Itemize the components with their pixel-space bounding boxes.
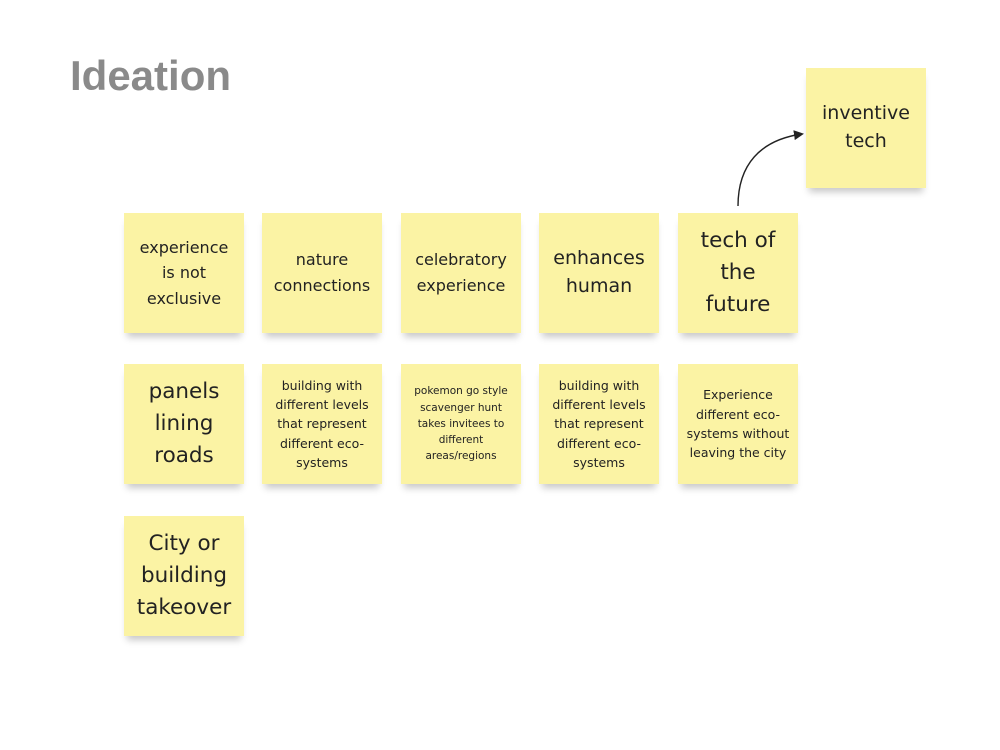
sticky-note-inventive-tech[interactable]: inventive tech — [806, 68, 926, 188]
sticky-note-experience-not-exclusive[interactable]: experience is not exclusive — [124, 213, 244, 333]
sticky-note-text: panels lining roads — [148, 378, 220, 469]
sticky-note-text: building with different levels that repr… — [275, 377, 369, 471]
sticky-note-city-building-takeover[interactable]: City or building takeover — [124, 516, 244, 636]
sticky-note-text: nature connections — [273, 250, 371, 295]
sticky-note-text: experience is not exclusive — [139, 237, 229, 308]
sticky-note-text: building with different levels that repr… — [552, 377, 646, 471]
connector-line[interactable] — [737, 130, 804, 207]
sticky-note-panels-lining-roads[interactable]: panels lining roads — [124, 364, 244, 484]
sticky-note-text: celebratory experience — [415, 250, 507, 295]
sticky-note-building-levels-1[interactable]: building with different levels that repr… — [262, 364, 382, 484]
sticky-note-pokemon-go-hunt[interactable]: pokemon go style scavenger hunt takes in… — [401, 364, 521, 484]
sticky-note-nature-connections[interactable]: nature connections — [262, 213, 382, 333]
sticky-note-experience-eco-systems[interactable]: Experience different eco-systems without… — [678, 364, 798, 484]
sticky-note-tech-of-the-future[interactable]: tech of the future — [678, 213, 798, 333]
sticky-note-text: tech of the future — [700, 227, 776, 318]
sticky-note-text: City or building takeover — [136, 530, 232, 621]
sticky-note-text: Experience different eco-systems without… — [686, 387, 790, 461]
sticky-note-text: enhances human — [553, 247, 645, 297]
page-title: Ideation — [70, 52, 232, 99]
sticky-note-text: inventive tech — [822, 102, 910, 152]
sticky-note-celebratory-experience[interactable]: celebratory experience — [401, 213, 521, 333]
sticky-note-enhances-human[interactable]: enhances human — [539, 213, 659, 333]
sticky-note-building-levels-2[interactable]: building with different levels that repr… — [539, 364, 659, 484]
sticky-note-text: pokemon go style scavenger hunt takes in… — [414, 385, 508, 463]
